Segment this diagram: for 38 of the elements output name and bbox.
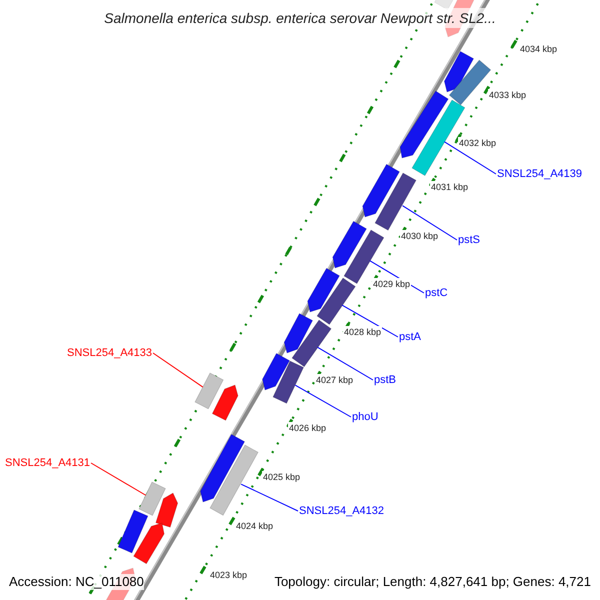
leader-line xyxy=(317,346,374,380)
gene-label: SNSL254_A4133 xyxy=(66,345,152,361)
gene-label: phoU xyxy=(352,409,378,425)
position-label: 4023 kbp xyxy=(209,569,248,581)
position-label: 4029 kbp xyxy=(372,278,412,290)
position-label: 4027 kbp xyxy=(315,374,354,386)
leader-line xyxy=(152,352,204,388)
gene-label: SNSL254_A4139 xyxy=(497,166,582,182)
gene-label: SNSL254_A4131 xyxy=(4,455,90,471)
gene-label: pstS xyxy=(458,232,480,248)
position-label: 4026 kbp xyxy=(288,422,328,434)
position-label: 4028 kbp xyxy=(343,326,382,338)
leader-line xyxy=(240,484,298,512)
gene-label: pstB xyxy=(374,372,396,388)
leader-line xyxy=(294,384,352,418)
gene-bar xyxy=(194,372,225,410)
gene-label: pstC xyxy=(425,285,448,301)
position-label: 4030 kbp xyxy=(400,230,440,242)
gene-bar xyxy=(209,444,260,517)
position-label: 4033 kbp xyxy=(488,89,528,101)
gene-bar xyxy=(374,172,418,232)
gene-bar xyxy=(290,318,332,368)
gene-label: SNSL254_A4132 xyxy=(299,503,384,519)
position-label: 4024 kbp xyxy=(235,520,274,532)
position-label: 4032 kbp xyxy=(458,137,498,149)
genome-info-text: Topology: circular; Length: 4,827,641 bp; Genes: 4,721 xyxy=(274,574,591,590)
leader-line xyxy=(402,205,458,240)
gene-bar xyxy=(272,360,305,404)
gene-bar xyxy=(316,276,356,326)
position-label: 4031 kbp xyxy=(430,181,470,193)
leader-line xyxy=(342,304,398,338)
gene-label: pstA xyxy=(399,329,422,345)
position-label: 4034 kbp xyxy=(519,43,558,55)
accession-text: Accession: NC_011080 xyxy=(9,574,144,590)
gene-bar xyxy=(138,480,167,516)
leader-line xyxy=(444,141,496,174)
position-label: 4025 kbp xyxy=(262,471,302,483)
leader-line xyxy=(90,462,146,496)
